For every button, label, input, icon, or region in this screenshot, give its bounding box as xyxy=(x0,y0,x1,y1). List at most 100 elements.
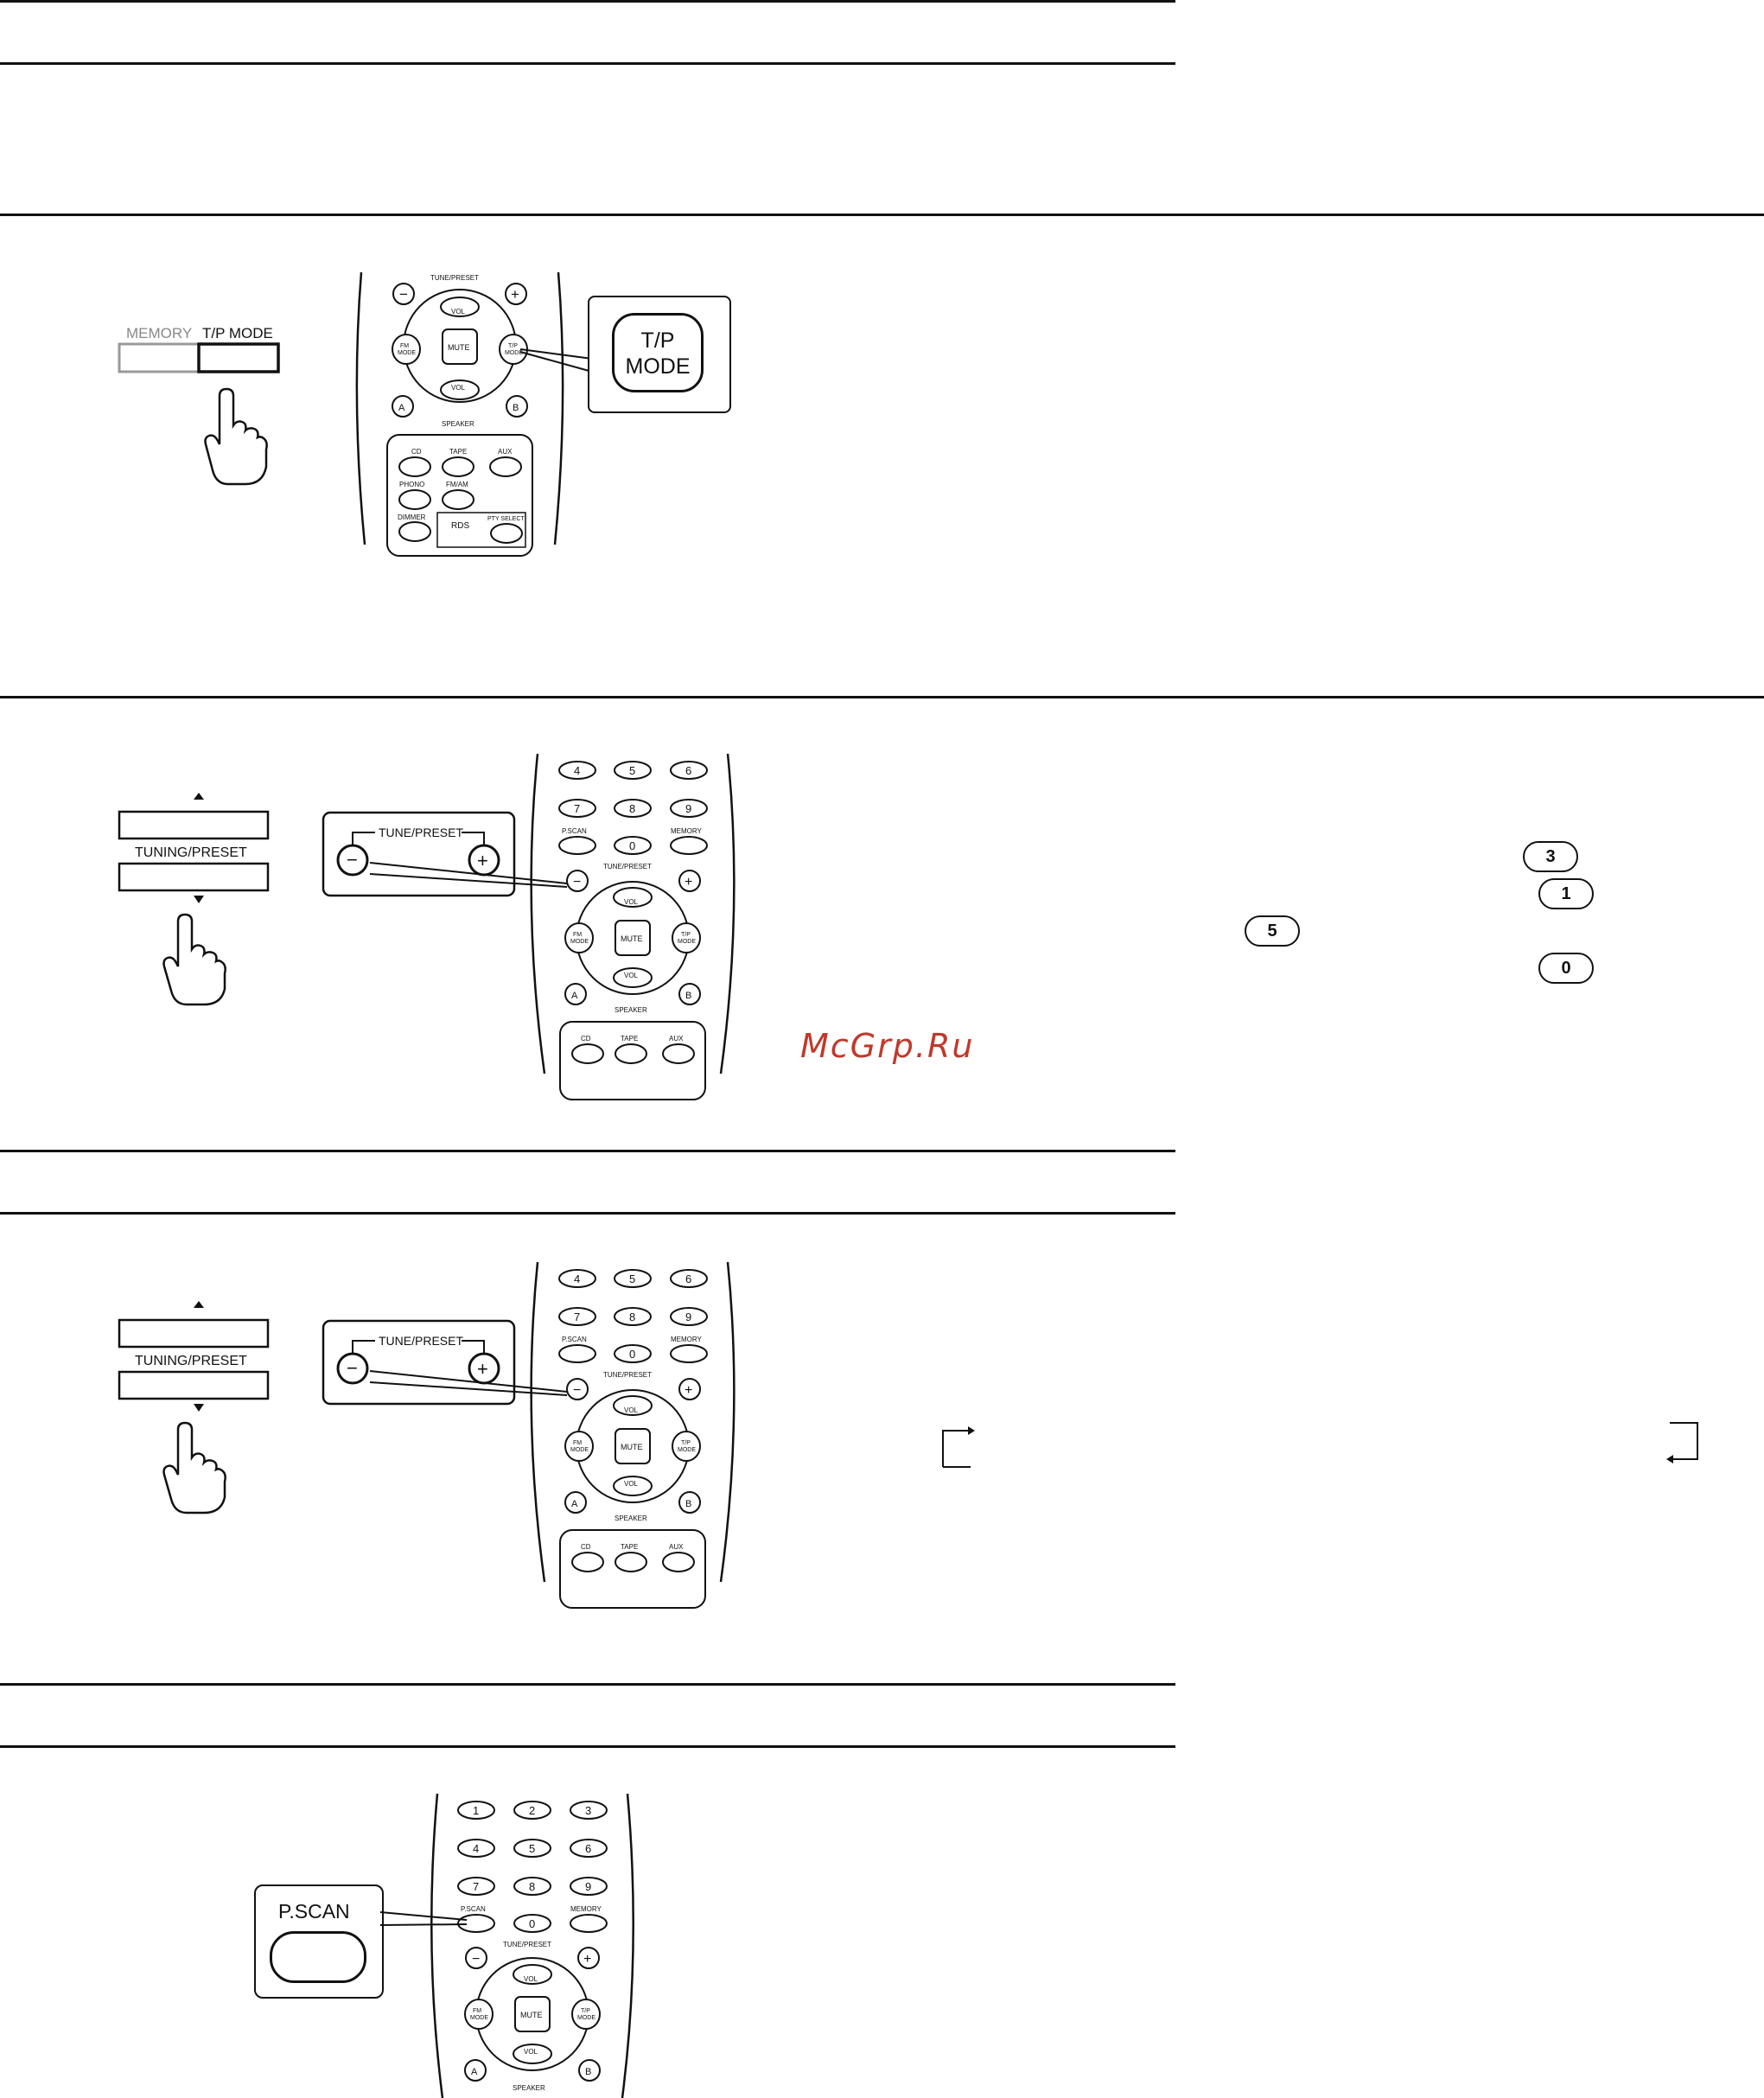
svg-text:9: 9 xyxy=(585,1880,591,1893)
svg-text:8: 8 xyxy=(629,802,635,815)
svg-text:+: + xyxy=(477,1358,488,1380)
tune-preset-callout-2: TUNE/PRESET − + xyxy=(322,1319,516,1406)
rule-2 xyxy=(0,62,1175,65)
fm-am-button xyxy=(442,489,474,510)
svg-text:SPEAKER: SPEAKER xyxy=(513,2084,545,2092)
svg-text:5: 5 xyxy=(529,1842,535,1855)
svg-text:4: 4 xyxy=(574,764,580,777)
svg-text:MEMORY: MEMORY xyxy=(671,1336,703,1343)
memory-label: MEMORY xyxy=(126,325,192,341)
svg-text:AUX: AUX xyxy=(669,1035,684,1043)
svg-text:TAPE: TAPE xyxy=(621,1035,638,1043)
svg-text:SPEAKER: SPEAKER xyxy=(615,1006,647,1014)
svg-text:TUNE/PRESET: TUNE/PRESET xyxy=(379,826,463,839)
tune-preset-label: TUNE/PRESET xyxy=(430,274,479,282)
svg-text:B: B xyxy=(513,403,519,413)
tp-mode-remote-button xyxy=(499,334,528,365)
pscan-callout-button xyxy=(270,1931,366,1983)
digit-1-button: 1 xyxy=(1538,878,1594,909)
tuning-preset-label: TUNING/PRESET xyxy=(135,845,247,860)
rule-3 xyxy=(0,214,1764,216)
rule-4 xyxy=(0,696,1764,698)
svg-text:MEMORY: MEMORY xyxy=(671,827,703,835)
svg-text:TUNING/PRESET: TUNING/PRESET xyxy=(135,1354,247,1368)
svg-text:TAPE: TAPE xyxy=(621,1543,638,1551)
svg-text:CD: CD xyxy=(581,1543,591,1551)
svg-text:FM: FM xyxy=(573,932,582,938)
svg-text:MEMORY: MEMORY xyxy=(570,1905,602,1913)
svg-text:T/P: T/P xyxy=(681,1440,691,1446)
svg-text:−: − xyxy=(472,1952,480,1967)
svg-text:5: 5 xyxy=(629,1272,635,1285)
svg-text:−: − xyxy=(347,849,358,870)
svg-text:MODE: MODE xyxy=(678,939,696,945)
phono-button xyxy=(398,489,431,510)
mute-button xyxy=(442,328,478,365)
vol-down-button xyxy=(440,379,480,400)
speaker-b-button xyxy=(506,395,528,418)
svg-text:6: 6 xyxy=(685,764,691,777)
rule-1 xyxy=(0,0,1175,3)
svg-text:SPEAKER: SPEAKER xyxy=(442,420,474,428)
tune-preset-callout-1: TUNE/PRESET − + xyxy=(322,811,516,897)
fm-mode-button xyxy=(392,334,421,365)
svg-text:MODE: MODE xyxy=(570,939,589,945)
pscan-remote-button xyxy=(457,1914,495,1933)
svg-text:0: 0 xyxy=(529,1917,535,1930)
svg-text:A: A xyxy=(398,403,405,413)
svg-text:T/P: T/P xyxy=(581,2008,590,2014)
memory-button-remote xyxy=(670,836,708,855)
cycle-arrow-left-icon xyxy=(942,1426,975,1468)
svg-text:VOL: VOL xyxy=(524,2048,538,2056)
svg-text:PHONO: PHONO xyxy=(399,481,424,488)
svg-text:MUTE: MUTE xyxy=(621,1443,643,1451)
tune-minus-button xyxy=(392,283,415,305)
svg-text:VOL: VOL xyxy=(451,384,466,392)
tuning-preset-panel-2: TUNING/PRESET xyxy=(118,1301,270,1515)
svg-text:P.SCAN: P.SCAN xyxy=(461,1905,486,1913)
svg-text:A: A xyxy=(471,2067,478,2077)
memory-button xyxy=(118,342,201,373)
svg-text:CD: CD xyxy=(411,448,422,456)
tune-plus-button xyxy=(505,283,527,305)
tp-mode-callout-button: T/P MODE xyxy=(612,313,704,392)
svg-text:AUX: AUX xyxy=(669,1543,684,1551)
svg-text:0: 0 xyxy=(629,839,635,852)
svg-text:MUTE: MUTE xyxy=(448,343,470,352)
svg-text:T/P: T/P xyxy=(508,343,518,349)
aux-button xyxy=(489,456,522,477)
svg-text:6: 6 xyxy=(585,1842,591,1855)
svg-text:MODE: MODE xyxy=(398,350,416,356)
watermark: McGrp.Ru xyxy=(800,1027,975,1065)
svg-text:CD: CD xyxy=(581,1035,591,1043)
rule-5 xyxy=(0,1150,1175,1152)
cycle-arrow-right-icon xyxy=(1666,1422,1698,1463)
pty-select-button xyxy=(490,523,523,544)
tp-mode-callout: T/P MODE xyxy=(588,296,731,413)
svg-text:B: B xyxy=(685,1499,691,1509)
tuning-down-button xyxy=(118,862,270,892)
svg-text:−: − xyxy=(573,875,581,890)
svg-text:9: 9 xyxy=(685,1310,691,1323)
rule-7 xyxy=(0,1683,1175,1686)
svg-text:+: + xyxy=(583,1952,591,1967)
svg-text:7: 7 xyxy=(574,802,580,815)
digit-5-button: 5 xyxy=(1245,915,1300,947)
svg-text:FM: FM xyxy=(473,2008,481,2014)
svg-text:TUNE/PRESET: TUNE/PRESET xyxy=(379,1334,463,1348)
svg-text:7: 7 xyxy=(473,1880,479,1893)
remote-control-numeric-2: 4 5 6 7 8 9 P.SCAN 0 MEMORY TUNE/PRESET … xyxy=(369,1261,736,1609)
svg-text:TUNE/PRESET: TUNE/PRESET xyxy=(603,1371,652,1379)
svg-text:SPEAKER: SPEAKER xyxy=(615,1515,647,1522)
svg-text:MUTE: MUTE xyxy=(621,934,643,943)
svg-text:−: − xyxy=(573,1383,581,1398)
svg-text:8: 8 xyxy=(529,1880,535,1893)
svg-text:P.SCAN: P.SCAN xyxy=(562,827,587,835)
svg-text:5: 5 xyxy=(629,764,635,777)
digit-3-button: 3 xyxy=(1523,841,1578,872)
svg-text:DIMMER: DIMMER xyxy=(398,513,426,521)
svg-text:VOL: VOL xyxy=(451,308,466,316)
dimmer-button xyxy=(398,521,431,542)
tape-button xyxy=(442,456,474,477)
svg-text:VOL: VOL xyxy=(624,1406,639,1414)
